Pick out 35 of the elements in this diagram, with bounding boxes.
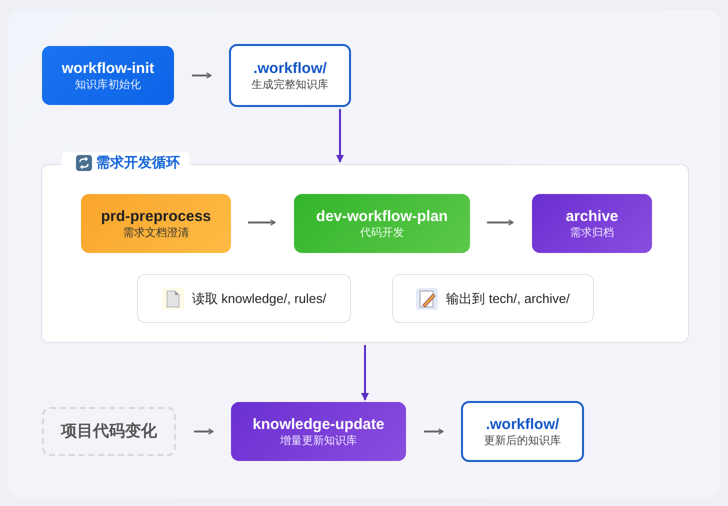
- arrow: [192, 72, 212, 79]
- node-title: 项目代码变化: [61, 422, 157, 441]
- node-subtitle: 增量更新知识库: [280, 434, 357, 448]
- arrow: [194, 428, 214, 435]
- arrow: [361, 345, 369, 401]
- node-title: archive: [566, 206, 618, 226]
- arrow: [248, 219, 276, 226]
- process-box: [81, 194, 231, 253]
- group-heading: 需求开发循环: [96, 154, 180, 172]
- node-title: knowledge-update: [252, 414, 384, 434]
- node-title: 输出到 tech/, archive/: [446, 291, 570, 306]
- process-box: [42, 46, 174, 105]
- node-title: 读取 knowledge/, rules/: [192, 291, 326, 306]
- process-box: [231, 402, 406, 461]
- node-subtitle: 需求归档: [570, 226, 614, 240]
- node-subtitle: 知识库初始化: [75, 78, 141, 92]
- process-box: [392, 274, 594, 323]
- arrow: [487, 219, 514, 226]
- node-subtitle: 生成完整知识库: [252, 78, 328, 92]
- node-subtitle: 更新后的知识库: [484, 434, 561, 448]
- node-title: dev-workflow-plan: [316, 206, 448, 226]
- process-box: [42, 407, 176, 456]
- arrow: [424, 428, 444, 435]
- process-box: [461, 401, 584, 462]
- node-title: prd-preprocess: [100, 206, 212, 226]
- process-box: [229, 44, 351, 107]
- node-title: .workflow/: [253, 58, 327, 78]
- process-box: [137, 274, 351, 323]
- node-subtitle: 代码开发: [360, 226, 404, 240]
- process-box: [294, 194, 470, 253]
- node-title: .workflow/: [486, 414, 560, 434]
- arrow: [336, 109, 344, 163]
- process-box: [532, 194, 652, 253]
- node-title: workflow-init: [62, 58, 154, 78]
- node-subtitle: 需求文档澄清: [123, 226, 189, 240]
